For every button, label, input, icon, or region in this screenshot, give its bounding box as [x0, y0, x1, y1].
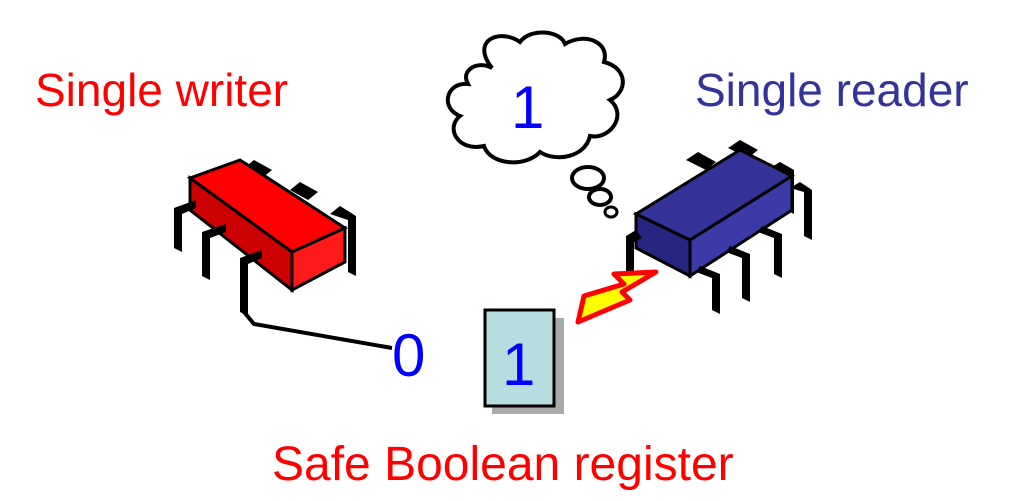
register-caption: Safe Boolean register [272, 438, 734, 491]
blue-chip-icon [626, 140, 812, 314]
written-value: 0 [392, 322, 425, 389]
register-value: 1 [502, 331, 535, 398]
red-chip-icon [174, 158, 393, 350]
single-reader-label: Single reader [695, 64, 969, 116]
lightning-icon [575, 269, 659, 325]
register-box: 1 [483, 308, 564, 414]
thought-bubble-icon: 1 [445, 30, 625, 219]
thought-value: 1 [511, 74, 544, 141]
single-writer-label: Single writer [35, 64, 288, 116]
